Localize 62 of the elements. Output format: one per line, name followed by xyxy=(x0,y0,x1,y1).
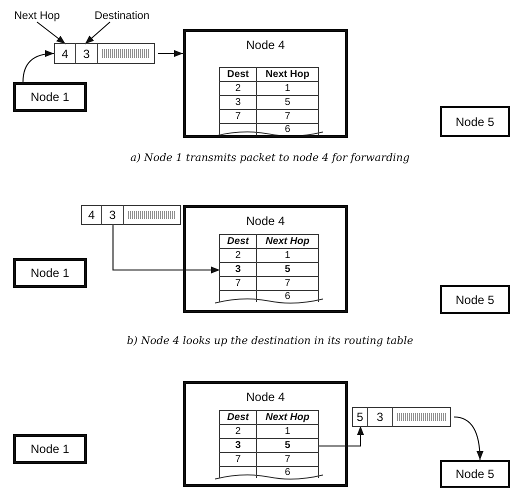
table-cell: 7 xyxy=(257,277,318,291)
table-cell: 5 xyxy=(257,96,318,110)
arrow xyxy=(22,50,54,82)
packet-field: 4 xyxy=(55,44,76,63)
table-cell: 3 xyxy=(220,263,257,277)
table-cell: 1 xyxy=(257,249,318,263)
arrow xyxy=(454,416,484,460)
field-label: Destination xyxy=(88,9,156,22)
table-cell: 5 xyxy=(257,263,318,277)
field-label: Next Hop xyxy=(14,9,60,22)
packet-field: 3 xyxy=(102,206,124,224)
table-cell: Dest xyxy=(220,68,257,82)
packet-field xyxy=(219,67,319,135)
node-label: Node 4 xyxy=(245,390,286,404)
arrow xyxy=(158,50,183,57)
table-cell: 2 xyxy=(220,425,257,439)
arrow xyxy=(112,224,220,274)
table-cell: Next Hop xyxy=(257,235,318,249)
packet-field: 4 xyxy=(82,206,102,224)
node-box: Node 1 xyxy=(13,82,87,112)
table-cell: 7 xyxy=(257,453,318,467)
table-cell: 3 xyxy=(220,439,257,453)
table-cell: 7 xyxy=(220,453,257,467)
packet-field: 5 xyxy=(353,408,368,426)
leader-line xyxy=(36,22,66,44)
node-box: Node 1 xyxy=(13,258,87,288)
node-box xyxy=(183,381,348,487)
packet xyxy=(54,43,155,64)
table-cell: 7 xyxy=(220,110,257,124)
table-cell: 2 xyxy=(220,82,257,96)
node-box xyxy=(183,205,348,313)
packet xyxy=(352,407,451,427)
table-cell: 6 xyxy=(256,124,318,135)
table-cell: 6 xyxy=(256,467,318,478)
packet-field xyxy=(219,410,319,478)
packet-field: 3 xyxy=(368,408,393,426)
table-cell: 1 xyxy=(257,425,318,439)
caption: b) Node 4 looks up the destination in its routing table xyxy=(126,334,414,348)
arrow xyxy=(318,426,364,447)
node-label: Node 4 xyxy=(245,38,286,52)
table-cell: 3 xyxy=(220,96,257,110)
node-box: Node 5 xyxy=(440,106,510,137)
table-cell: Dest xyxy=(220,411,257,425)
table-cell: Dest xyxy=(220,235,257,249)
table-cell: Next Hop xyxy=(257,411,318,425)
leader-line xyxy=(84,22,110,44)
caption: a) Node 1 transmits packet to node 4 for forwarding xyxy=(129,151,411,165)
table-cell: 2 xyxy=(220,249,257,263)
node-box: Node 5 xyxy=(440,285,510,314)
node-label: Node 4 xyxy=(245,214,286,228)
table-cell: Next Hop xyxy=(257,68,318,82)
node-box: Node 1 xyxy=(13,434,87,464)
node-box xyxy=(183,29,348,138)
table-cell: 6 xyxy=(256,291,318,302)
table-cell: 1 xyxy=(257,82,318,96)
packet-field: 3 xyxy=(76,44,98,63)
table-cell: 5 xyxy=(257,439,318,453)
packet xyxy=(81,205,181,225)
packet-field xyxy=(219,234,319,302)
table-cell: 7 xyxy=(220,277,257,291)
table-cell: 7 xyxy=(257,110,318,124)
node-box: Node 5 xyxy=(440,460,510,488)
